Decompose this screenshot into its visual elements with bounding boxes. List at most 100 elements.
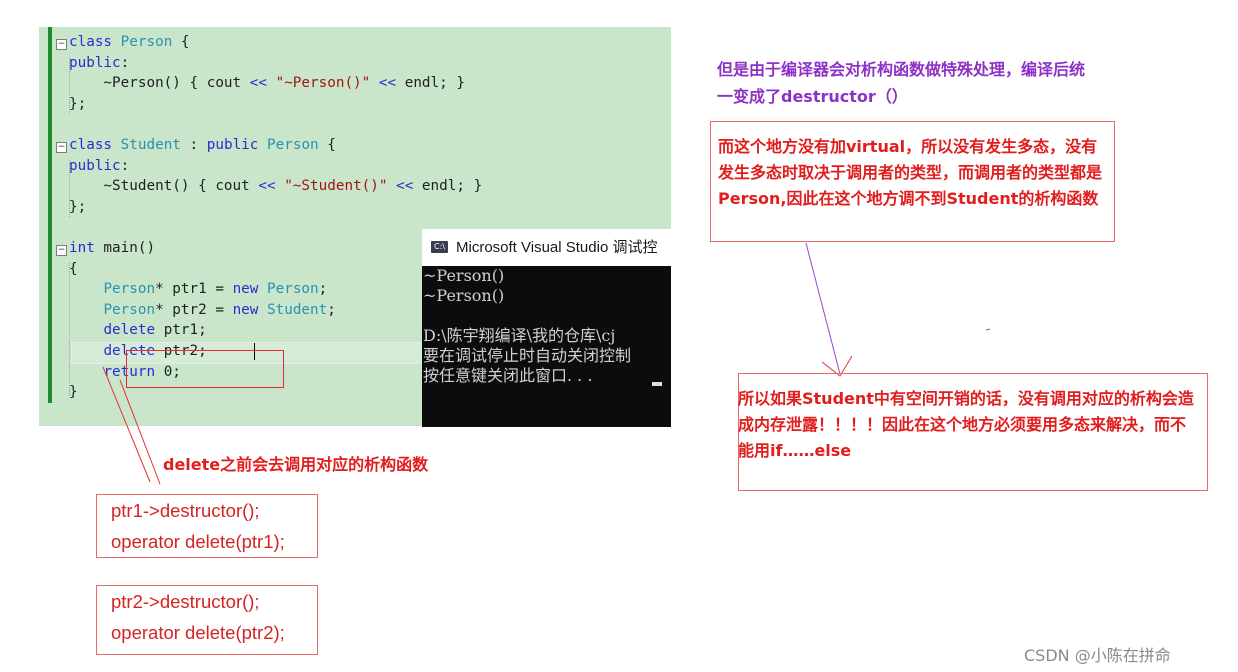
ptr1-pseudocode-box: ptr1->destructor(); operator delete(ptr1… <box>96 494 318 558</box>
console-output-line: 按任意键关闭此窗口. . . <box>423 366 593 385</box>
code-token: public <box>69 54 121 71</box>
code-line: { <box>69 259 78 280</box>
code-token: { <box>69 260 78 277</box>
memory-leak-note: 所以如果Student中有空间开销的话，没有调用对应的析构会造成内存泄露！！！！… <box>738 389 1194 460</box>
code-token: Person <box>120 34 173 50</box>
console-titlebar[interactable]: C:\ Microsoft Visual Studio 调试控 <box>422 229 671 266</box>
fold-toggle-icon[interactable]: − <box>56 39 67 50</box>
virtual-note-box <box>710 121 1115 242</box>
memory-leak-note-box <box>738 373 1208 491</box>
code-line: public: <box>69 53 129 74</box>
csdn-watermark: CSDN @⁠⁠小陈在拼命⁠⁠ <box>1024 646 1171 665</box>
debug-console-window[interactable]: C:\ Microsoft Visual Studio 调试控 ~Person(… <box>422 229 671 427</box>
compiler-destructor-note: 但是由于编译器会对析构函数做特殊处理，编译后统一变成了destructor（） <box>717 60 1086 106</box>
indent-guide <box>69 160 70 217</box>
code-token: endl; } <box>413 178 483 195</box>
code-token: }; <box>69 198 87 215</box>
code-token: 0; <box>155 363 181 380</box>
code-token: } <box>69 384 78 401</box>
code-token: Student <box>120 137 181 153</box>
code-token: new <box>232 281 259 298</box>
virtual-note: 而这个地方没有加virtual，所以没有发生多态，没有发生多态时取决于调用者的类… <box>718 137 1103 208</box>
code-line: public: <box>69 156 129 177</box>
code-token: ~Person() { cout <box>69 75 250 92</box>
code-token: << <box>396 178 414 195</box>
code-token: return <box>103 363 156 380</box>
code-line: delete ptr2; <box>69 341 207 362</box>
code-token: main() <box>94 240 156 256</box>
code-token: class <box>69 34 113 50</box>
code-token: Student <box>267 301 328 318</box>
code-token: new <box>232 301 259 318</box>
delete-statements-highlight-box <box>126 350 284 388</box>
code-token: ; <box>327 301 336 318</box>
pseudocode-line: operator delete(ptr2); <box>111 622 285 643</box>
console-output-line: 要在调试停止时自动关闭控制 <box>423 346 632 365</box>
code-token: Person <box>103 281 156 298</box>
code-token: Person <box>103 301 156 318</box>
editor-change-bar <box>48 27 52 403</box>
code-token: "~Student()" <box>284 178 388 195</box>
code-line: delete ptr1; <box>69 320 207 341</box>
code-token: delete <box>103 322 156 339</box>
code-line: class Person { <box>69 32 190 53</box>
fold-toggle-icon[interactable]: − <box>56 142 67 153</box>
code-line: } <box>69 382 78 403</box>
code-token: << <box>258 178 276 195</box>
code-line: }; <box>69 94 86 115</box>
code-token: { <box>172 34 190 50</box>
code-line: ~Student() { cout << "~Student()" << end… <box>69 176 482 197</box>
arrowhead-icon <box>821 355 853 377</box>
code-token: << <box>249 75 267 92</box>
code-line: return 0; <box>69 362 181 383</box>
code-token: { <box>318 137 336 153</box>
code-token: class <box>69 137 113 153</box>
code-token: ~Student() { cout <box>69 178 259 195</box>
code-token: ptr2; <box>155 343 207 359</box>
code-token: public <box>69 157 121 174</box>
console-output-line: ~Person() <box>423 266 505 285</box>
console-cursor <box>652 382 662 386</box>
arrow-line-delete <box>119 379 161 485</box>
code-token: endl; } <box>396 75 465 92</box>
arrow-line-delete <box>102 366 151 483</box>
code-line: Person* ptr2 = new Student; <box>69 300 336 321</box>
code-token: ptr1; <box>155 322 207 339</box>
console-output-line: D:\陈宇翔编译\我的仓库\cj <box>423 326 616 345</box>
console-app-icon: C:\ <box>431 241 448 253</box>
code-token: int <box>69 240 95 256</box>
code-token: : <box>180 137 207 153</box>
code-token: }; <box>69 95 87 112</box>
code-line: class Student : public Person { <box>69 135 336 156</box>
delete-note: delete之前会去调用对应的析构函数 <box>163 455 429 474</box>
ptr2-pseudocode-box: ptr2->destructor(); operator delete(ptr2… <box>96 585 318 655</box>
code-token: : <box>120 157 130 174</box>
code-token: * ptr1 = <box>155 281 233 298</box>
code-line: int main() <box>69 238 155 259</box>
code-token: "~Person()" <box>275 75 371 92</box>
code-token: << <box>378 75 397 92</box>
indent-guide <box>69 263 70 396</box>
code-token: Person <box>267 281 319 298</box>
code-line: Person* ptr1 = new Person; <box>69 279 327 300</box>
console-title: Microsoft Visual Studio 调试控 <box>456 239 658 256</box>
code-token: : <box>120 54 130 71</box>
text-caret <box>254 343 255 360</box>
code-line: ~Person() { cout << "~Person()" << endl;… <box>69 73 465 94</box>
arrow-line-virtual <box>805 242 841 375</box>
code-editor[interactable]: − − − class Person {public: ~Person() { … <box>39 27 671 426</box>
console-output-line: ~Person() <box>423 286 505 305</box>
fold-toggle-icon[interactable]: − <box>56 245 67 256</box>
code-token: Person <box>267 137 319 153</box>
pseudocode-line: ptr1->destructor(); <box>111 500 260 521</box>
code-token: * ptr2 = <box>155 301 233 318</box>
pseudocode-line: operator delete(ptr1); <box>111 531 285 552</box>
stray-mark <box>985 328 991 331</box>
code-token: ; <box>318 281 328 298</box>
indent-guide <box>69 57 70 114</box>
code-line: }; <box>69 197 86 218</box>
code-token: public <box>206 137 259 153</box>
pseudocode-line: ptr2->destructor(); <box>111 591 260 612</box>
code-token: delete <box>103 343 156 359</box>
